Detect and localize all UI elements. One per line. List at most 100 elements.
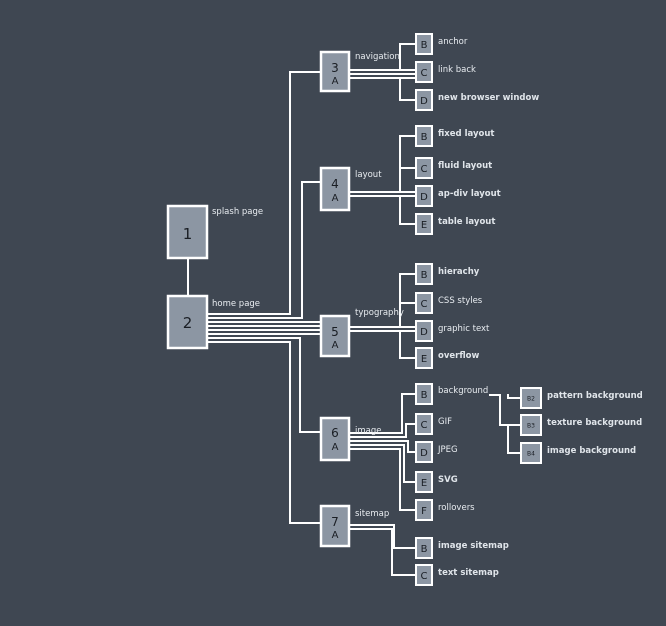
node-3: 3 A navigation (319, 50, 400, 93)
n6-child-letter: E (421, 478, 427, 489)
n5-child-letter: C (421, 299, 428, 310)
node-2-label: 2 (183, 314, 193, 332)
node-5-label: 5 (331, 325, 339, 339)
node-3-caption: navigation (355, 52, 400, 62)
n5-child-caption: graphic text (438, 324, 490, 334)
n4-child-letter: C (421, 164, 428, 175)
n4-child-letter: D (420, 192, 428, 203)
n4-child-caption: table layout (438, 217, 495, 227)
n6-child-box (415, 499, 433, 521)
n6-child-box (415, 383, 433, 405)
connector-lines (187, 43, 522, 576)
n4-child-box (415, 157, 433, 179)
n6-child-4: E SVG (415, 471, 458, 493)
node-3-sub: A (332, 76, 339, 87)
n6b-child-letter: B3 (527, 423, 535, 430)
n6b-child-1: B2 pattern background (520, 387, 643, 409)
n3-child-box (415, 61, 433, 83)
n6-child-caption: GIF (438, 417, 452, 427)
n3-child-letter: C (421, 68, 428, 79)
node-7: 7 A sitemap (319, 504, 389, 548)
n6b-child-letter: B2 (527, 396, 535, 403)
n6-child-caption: rollovers (438, 503, 475, 513)
n6b-child-caption: image background (547, 446, 636, 456)
node-1-caption: splash page (212, 207, 263, 217)
n6b-child-box (520, 387, 542, 409)
n6-child-letter: C (421, 420, 428, 431)
node-1-label: 1 (183, 225, 193, 243)
n4-child-box (415, 125, 433, 147)
n6-child-caption: SVG (438, 475, 458, 485)
n6-child-letter: B (421, 390, 428, 401)
node-4-label: 4 (331, 177, 339, 191)
n4-child-letter: E (421, 220, 427, 231)
node-4-caption: layout (355, 170, 382, 180)
n7-child-caption: image sitemap (438, 541, 509, 551)
n5-child-2: C CSS styles (415, 292, 483, 314)
n3-child-letter: D (420, 96, 428, 107)
n5-child-box (415, 347, 433, 369)
node-7-caption: sitemap (355, 509, 389, 519)
n6-child-box (415, 471, 433, 493)
node-6-sub: A (332, 442, 339, 453)
node-5-caption: typography (355, 308, 404, 318)
n3-child-caption: new browser window (438, 93, 539, 103)
node-6: 6 A image (319, 416, 381, 462)
n4-child-caption: ap-div layout (438, 189, 501, 199)
n6b-child-box (520, 442, 542, 464)
n7-child-box (415, 537, 433, 559)
n3-child-letter: B (421, 40, 428, 51)
node-7-sub: A (332, 530, 339, 541)
n6-child-caption: JPEG (437, 445, 458, 455)
n6b-child-2: B3 texture background (520, 414, 642, 436)
n6-child-box (415, 413, 433, 435)
n4-child-box (415, 185, 433, 207)
n5-child-letter: E (421, 354, 427, 365)
n7-child-caption: text sitemap (438, 568, 499, 578)
node-5-sub: A (332, 340, 339, 351)
n5-child-box (415, 292, 433, 314)
node-3-label: 3 (331, 61, 339, 75)
n7-child-letter: C (421, 571, 428, 582)
n6-child-2: C GIF (415, 413, 452, 435)
node-4: 4 A layout (319, 166, 382, 212)
n4-child-caption: fluid layout (438, 161, 492, 171)
n6b-child-caption: texture background (547, 418, 642, 428)
n3-child-caption: link back (438, 65, 476, 75)
n6b-child-box (520, 414, 542, 436)
node-2: 2 home page (166, 294, 260, 350)
n5-child-letter: B (421, 270, 428, 281)
n5-child-caption: CSS styles (438, 296, 483, 306)
n6-child-letter: F (421, 506, 427, 517)
node-4-sub: A (332, 193, 339, 204)
n3-child-box (415, 33, 433, 55)
n7-child-box (415, 564, 433, 586)
n6b-child-caption: pattern background (547, 391, 643, 401)
node-7-label: 7 (331, 515, 339, 529)
n4-child-caption: fixed layout (438, 129, 494, 139)
n6-child-box (415, 441, 433, 463)
n5-child-box (415, 320, 433, 342)
n5-child-caption: hierachy (438, 267, 480, 277)
n5-child-caption: overflow (438, 351, 479, 361)
n4-child-letter: B (421, 132, 428, 143)
n7-child-letter: B (421, 544, 428, 555)
n5-child-box (415, 263, 433, 285)
node-6-label: 6 (331, 426, 339, 440)
